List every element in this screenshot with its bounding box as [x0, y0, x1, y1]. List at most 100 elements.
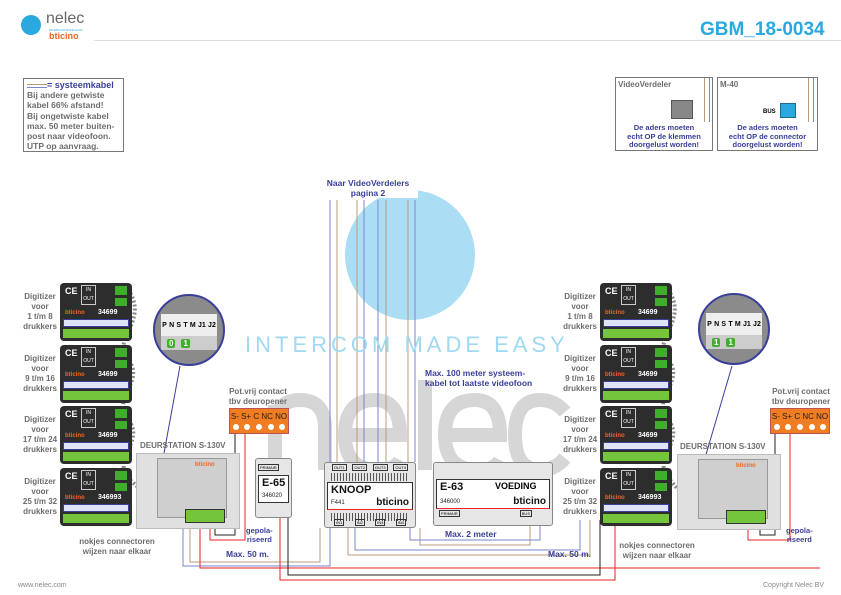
knoop-port-label: IN3 — [375, 519, 386, 526]
legend-line: UTP op aanvraag. — [27, 141, 99, 152]
key-labels — [603, 442, 669, 450]
logo-tagline: INTERCOM MADE EASY — [49, 28, 84, 32]
document-id: GBM_18-0034 — [700, 19, 825, 40]
in-connector — [115, 286, 127, 295]
in-connector — [115, 409, 127, 418]
digitizer-label-line: 25 t/m 32 — [562, 497, 598, 506]
legend-box: = systeemkabel Bij andere getwiste kabel… — [23, 78, 124, 152]
digitizer-label-line: 25 t/m 32 — [22, 497, 58, 506]
terminal-strip — [603, 391, 669, 400]
deurstation-right: bticino — [677, 454, 781, 530]
knoop-port-label: IN4 — [395, 519, 406, 526]
ce-mark: CE — [65, 471, 78, 481]
pot-contact-left: S- S+ C NC NO — [229, 408, 289, 434]
e65-code: 346020 — [262, 493, 283, 499]
terminal-strip — [603, 452, 669, 461]
terminal-strip — [63, 514, 129, 523]
digitizer-code: 34699 — [98, 432, 118, 439]
digitizer-brand: bticino — [605, 495, 625, 501]
digitizer-label-line: 17 t/m 24 — [22, 435, 58, 444]
ce-mark: CE — [65, 286, 78, 296]
dip-label: M — [734, 320, 741, 328]
m40-box: M-40 BUS De aders moeten echt OP de conn… — [717, 77, 818, 151]
pot-terminals: S- S+ C NC NO — [771, 412, 829, 421]
max-100-note: Max. 100 meter systeem- — [425, 368, 526, 378]
deurstation-left: bticino — [136, 453, 240, 529]
dip-label: N — [714, 320, 720, 328]
max-100-note: kabel tot laatste videofoon — [425, 378, 533, 388]
key-labels — [63, 442, 129, 450]
digitizer-label-line: voor — [31, 364, 49, 373]
dip-value: 0 — [167, 338, 176, 348]
ce-mark: CE — [65, 409, 78, 419]
out-label: OUT — [623, 481, 634, 487]
pot-contact-right: S- S+ C NC NO — [770, 408, 830, 434]
digitizer-label-line: voor — [31, 425, 49, 434]
in-label: IN — [86, 349, 91, 355]
key-labels — [603, 381, 669, 389]
legend-line: max. 50 meter buiten- — [27, 120, 115, 131]
knoop-port-label: OUT1 — [331, 464, 347, 471]
e63-subtitle: VOEDING — [495, 481, 537, 491]
digitizer-brand: bticino — [605, 433, 625, 439]
systeemkabel-swatch — [27, 83, 47, 88]
digitizer-label-line: Digitizer — [564, 415, 596, 424]
out-label: OUT — [83, 481, 94, 487]
note-line: doorgelust worden! — [629, 140, 699, 149]
e63-primary: PRIMAIR — [439, 510, 460, 517]
digitizer-brand: bticino — [65, 495, 85, 501]
terminal-block — [726, 510, 766, 524]
dip-value: 1 — [726, 337, 735, 347]
terminal-strip — [63, 391, 129, 400]
digitizer-label-line: 1 t/m 8 — [567, 312, 593, 321]
dip-label: J2 — [753, 320, 761, 328]
digitizer-label-line: Digitizer — [24, 292, 56, 301]
in-connector — [115, 348, 127, 357]
watermark-tagline: INTERCOM MADE EASY — [245, 332, 569, 357]
nokjes-note: nokjes connectoren — [79, 537, 155, 546]
footer-website[interactable]: www.nelec.com — [18, 582, 67, 589]
digitizer-label-line: Digitizer — [24, 415, 56, 424]
note-line: doorgelust worden! — [732, 140, 803, 149]
in-label: IN — [86, 410, 91, 416]
digitizer-brand: bticino — [65, 372, 85, 378]
digitizer-code: 34699 — [638, 371, 658, 378]
out-label: OUT — [623, 419, 634, 425]
digitizer-label-line: drukkers — [23, 507, 57, 516]
terminal-strip — [603, 514, 669, 523]
digitizer-code: 346993 — [638, 494, 662, 501]
logo-name: nelec — [46, 10, 85, 27]
in-label: IN — [86, 472, 91, 478]
in-connector — [115, 471, 127, 480]
digitizer-brand: bticino — [65, 310, 85, 316]
ce-mark: CE — [605, 409, 618, 419]
bus-label: BUS — [763, 109, 776, 115]
digitizer-label-line: drukkers — [563, 322, 597, 331]
digitizer-label-line: drukkers — [563, 445, 597, 454]
knoop-code: F441 — [331, 500, 345, 506]
in-connector — [655, 286, 667, 295]
dip-label: P — [162, 321, 167, 329]
dip-value: 1 — [181, 338, 190, 348]
logo-brand: bticino — [49, 31, 79, 41]
videoverdeler-title: VideoVerdeler — [618, 80, 672, 89]
legend-line: Bij ongetwiste kabel — [27, 110, 109, 121]
digitizer-brand: bticino — [65, 433, 85, 439]
m40-title: M-40 — [720, 80, 739, 89]
knoop-port-label: OUT4 — [393, 464, 409, 471]
in-connector — [655, 348, 667, 357]
deurstation-brand: bticino — [736, 463, 756, 469]
note-line: echt OP de connector — [728, 131, 807, 141]
terminal-block — [185, 509, 225, 523]
dip-value: 1 — [712, 337, 721, 347]
